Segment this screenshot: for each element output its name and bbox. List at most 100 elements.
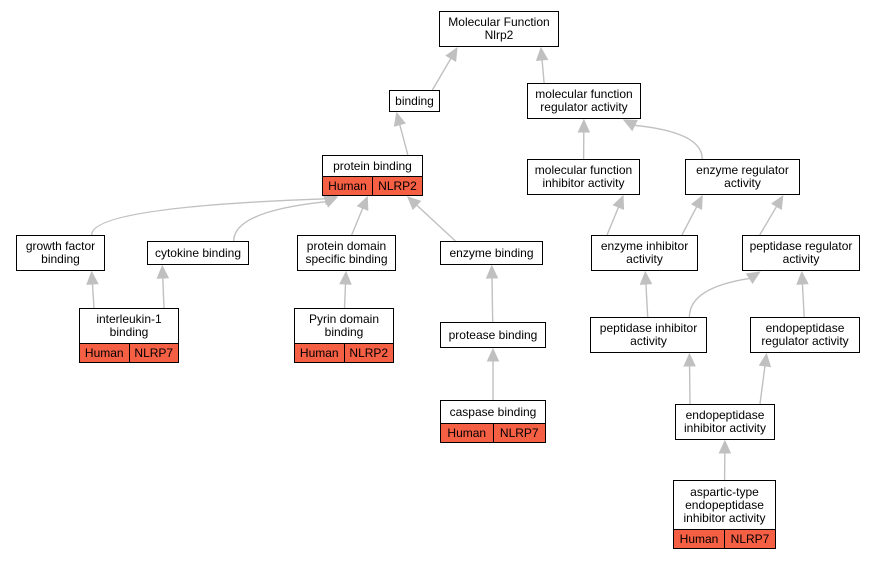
go-term-node-pdsb[interactable]: protein domain specific binding <box>297 235 396 271</box>
edge-atepia-to-epia <box>718 439 732 481</box>
edge-arrowhead <box>393 111 406 127</box>
go-term-node-protb[interactable]: protease binding <box>440 322 546 348</box>
edge-gfb-to-pb <box>90 192 339 236</box>
go-term-node-epra[interactable]: endopeptidase regulator activity <box>750 317 860 353</box>
edge-pdsb-to-pb <box>351 195 369 236</box>
edge-line <box>541 59 545 84</box>
edge-arrowhead <box>639 270 653 285</box>
edge-arrowhead <box>796 270 809 285</box>
edge-il1-to-gfb <box>86 270 99 309</box>
edge-era-to-mfra <box>622 119 703 160</box>
go-term-label: binding <box>395 93 434 108</box>
go-term-label: enzyme regulator activity <box>696 163 789 190</box>
edge-line <box>233 201 327 242</box>
edge-pia-to-pra <box>688 271 761 318</box>
edge-arrowhead <box>339 270 352 285</box>
edge-arrowhead <box>718 439 732 454</box>
edge-line <box>681 206 698 236</box>
go-term-node-root[interactable]: Molecular Function Nlrp2 <box>439 11 559 47</box>
go-term-node-era[interactable]: enzyme regulator activity <box>685 159 800 195</box>
go-term-label: peptidase regulator activity <box>749 239 853 266</box>
edge-epia-to-pia <box>683 352 696 405</box>
go-term-node-pra[interactable]: peptidase regulator activity <box>742 235 860 271</box>
go-term-label: molecular function inhibitor activity <box>534 163 633 190</box>
edge-arrowhead <box>323 196 339 208</box>
go-term-label: growth factor binding <box>25 239 96 266</box>
go-term-node-atepia[interactable]: aspartic-type endopeptidase inhibitor ac… <box>673 480 776 549</box>
go-term-label: endopeptidase regulator activity <box>761 321 849 348</box>
edge-arrowhead <box>485 264 499 279</box>
edge-arrowhead <box>745 271 761 285</box>
edge-line <box>759 365 766 405</box>
edge-line <box>688 277 750 318</box>
annotation-gene: NLRP7 <box>128 344 178 362</box>
edge-line <box>91 283 95 309</box>
go-term-node-epia[interactable]: endopeptidase inhibitor activity <box>675 404 775 440</box>
edge-arrowhead <box>758 352 772 368</box>
edge-arrowhead <box>486 347 500 362</box>
annotation-species: Human <box>441 424 493 442</box>
edge-pia-to-eia <box>639 270 653 318</box>
go-term-label: aspartic-type endopeptidase inhibitor ac… <box>683 484 766 525</box>
go-term-label: enzyme inhibitor activity <box>600 239 689 266</box>
go-term-node-mfra[interactable]: molecular function regulator activity <box>527 83 641 119</box>
edge-il1-to-cb <box>156 264 170 309</box>
edge-line <box>759 205 778 236</box>
annotation-gene: NLRP2 <box>372 177 422 195</box>
go-term-label: molecular function regulator activity <box>535 87 633 114</box>
edge-line <box>431 57 452 91</box>
edge-arrowhead <box>770 194 784 210</box>
edge-arrowhead <box>356 195 369 211</box>
edge-line <box>491 277 494 323</box>
edge-arrowhead <box>445 46 458 62</box>
go-term-node-pia[interactable]: peptidase inhibitor activity <box>590 317 707 353</box>
annotation-gene: NLRP7 <box>492 424 545 442</box>
go-term-label: protein binding <box>333 158 412 173</box>
edge-eia-to-era <box>681 194 703 236</box>
edge-epia-to-epra <box>758 352 772 405</box>
edge-line <box>399 124 409 156</box>
edge-line <box>606 206 620 236</box>
edge-mfra-to-root <box>535 46 549 84</box>
annotation-species: Human <box>323 177 372 195</box>
edge-mfia-to-mfra <box>577 118 591 160</box>
go-term-label: caspase binding <box>449 404 537 419</box>
edge-arrowhead <box>86 270 99 285</box>
go-term-label: protease binding <box>448 327 538 342</box>
edge-arrowhead <box>156 264 170 279</box>
edge-eia-to-mfia <box>606 194 625 236</box>
go-term-node-cb[interactable]: cytokine binding <box>147 241 249 265</box>
edge-line <box>634 124 703 160</box>
go-term-node-gfb[interactable]: growth factor binding <box>16 235 105 271</box>
annotation-species: Human <box>674 530 724 548</box>
edge-line <box>351 207 364 236</box>
go-term-node-mfia[interactable]: molecular function inhibitor activity <box>527 159 640 195</box>
go-term-node-binding[interactable]: binding <box>389 90 440 112</box>
edge-epra-to-pra <box>796 270 809 318</box>
edge-casp-to-protb <box>486 347 500 400</box>
go-term-node-eb[interactable]: enzyme binding <box>440 241 543 265</box>
go-term-label: cytokine binding <box>154 245 242 260</box>
edge-arrowhead <box>622 119 638 132</box>
edge-binding-to-root <box>431 46 458 91</box>
edge-line <box>801 283 805 318</box>
go-term-label: Molecular Function Nlrp2 <box>448 15 550 42</box>
annotation-species: Human <box>295 344 344 362</box>
go-term-node-eia[interactable]: enzyme inhibitor activity <box>591 235 698 271</box>
edge-line <box>416 204 456 242</box>
edge-arrowhead <box>577 118 591 133</box>
edge-arrowhead <box>690 194 703 210</box>
edge-line <box>645 283 649 318</box>
annotation-gene: NLRP2 <box>343 344 393 362</box>
edge-pra-to-era <box>759 194 784 236</box>
annotation-gene: NLRP7 <box>724 530 775 548</box>
